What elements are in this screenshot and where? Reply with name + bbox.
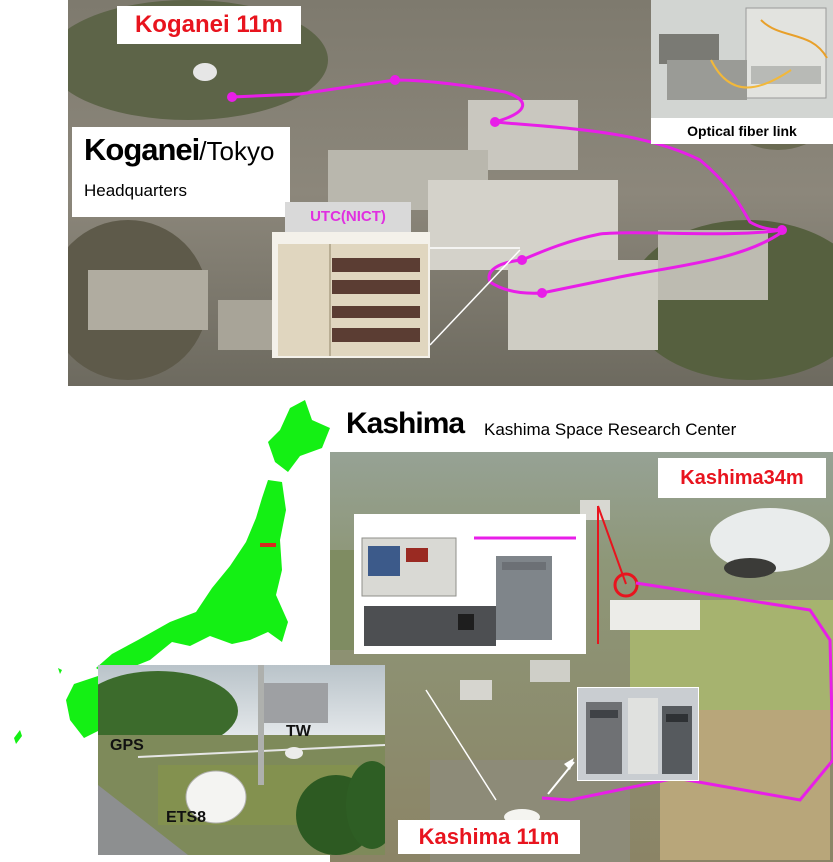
okinawa-islands — [14, 668, 62, 744]
koganei-site-name: Koganei — [84, 132, 200, 167]
utc-nict-label: UTC(NICT) — [285, 202, 411, 232]
koganei-site-suffix: /Tokyo — [199, 136, 275, 166]
kashima-fiber-route — [425, 505, 833, 802]
kashima-station-equipment-photo — [577, 687, 699, 781]
kashima-equipment-inset — [354, 514, 586, 654]
ets8-label: ETS8 — [166, 809, 207, 826]
utc-nict-rack-photo — [272, 232, 430, 358]
kashima-11m-label: Kashima 11m — [398, 820, 580, 854]
gps-label: GPS — [110, 737, 144, 754]
koganei-site-title: Koganei/Tokyo Headquarters — [72, 127, 290, 217]
koganei-fiber-route — [227, 75, 787, 346]
kashima-34m-label: Kashima34m — [658, 458, 826, 498]
kashima-site-name: Kashima — [346, 407, 465, 440]
kashima-title-bar: Kashima Kashima Space Research Center — [330, 400, 833, 452]
kashima-subtitle: Kashima Space Research Center — [484, 420, 737, 439]
tw-label: TW — [286, 723, 311, 740]
optical-fiber-equipment-photo — [651, 0, 833, 118]
koganei-subtitle: Headquarters — [84, 181, 188, 200]
koganei-11m-label: Koganei 11m — [117, 6, 301, 44]
gps-tw-ets8-photo: GPS TW ETS8 — [98, 665, 385, 855]
optical-fiber-label: Optical fiber link — [651, 118, 833, 144]
